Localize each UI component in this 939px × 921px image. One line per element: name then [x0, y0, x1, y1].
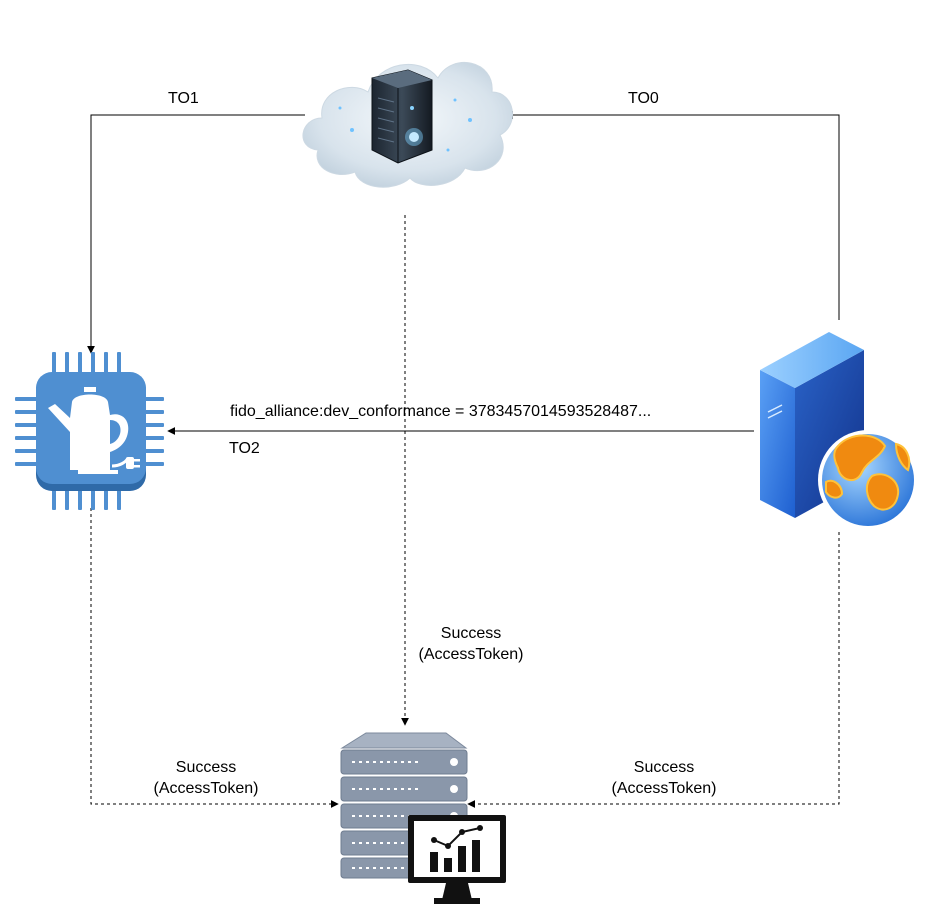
- label-line1: Success: [633, 759, 695, 776]
- label-to2: TO2: [229, 440, 260, 457]
- web-server-globe-icon: [760, 332, 918, 530]
- label-device-success: Success (AccessToken): [139, 757, 273, 799]
- label-line1: Success: [440, 625, 502, 642]
- label-line1: Success: [175, 759, 237, 776]
- edge-owner-success: [467, 532, 840, 808]
- chip-kettle-icon: [15, 352, 164, 510]
- label-line2: (AccessToken): [611, 780, 717, 797]
- label-rendezvous-success: Success (AccessToken): [404, 623, 538, 665]
- server-rack-monitor-icon: [340, 732, 506, 904]
- label-to1: TO1: [168, 90, 199, 107]
- label-line2: (AccessToken): [153, 780, 259, 797]
- label-owner-success: Success (AccessToken): [597, 757, 731, 799]
- edge-device-success: [90, 508, 339, 808]
- cloud-server-icon: [302, 62, 513, 188]
- edge-to0: [505, 111, 840, 320]
- label-to2-message: fido_alliance:dev_conformance = 37834570…: [230, 403, 652, 420]
- label-line2: (AccessToken): [418, 646, 524, 663]
- label-to0: TO0: [628, 90, 659, 107]
- edge-to1: [87, 114, 305, 354]
